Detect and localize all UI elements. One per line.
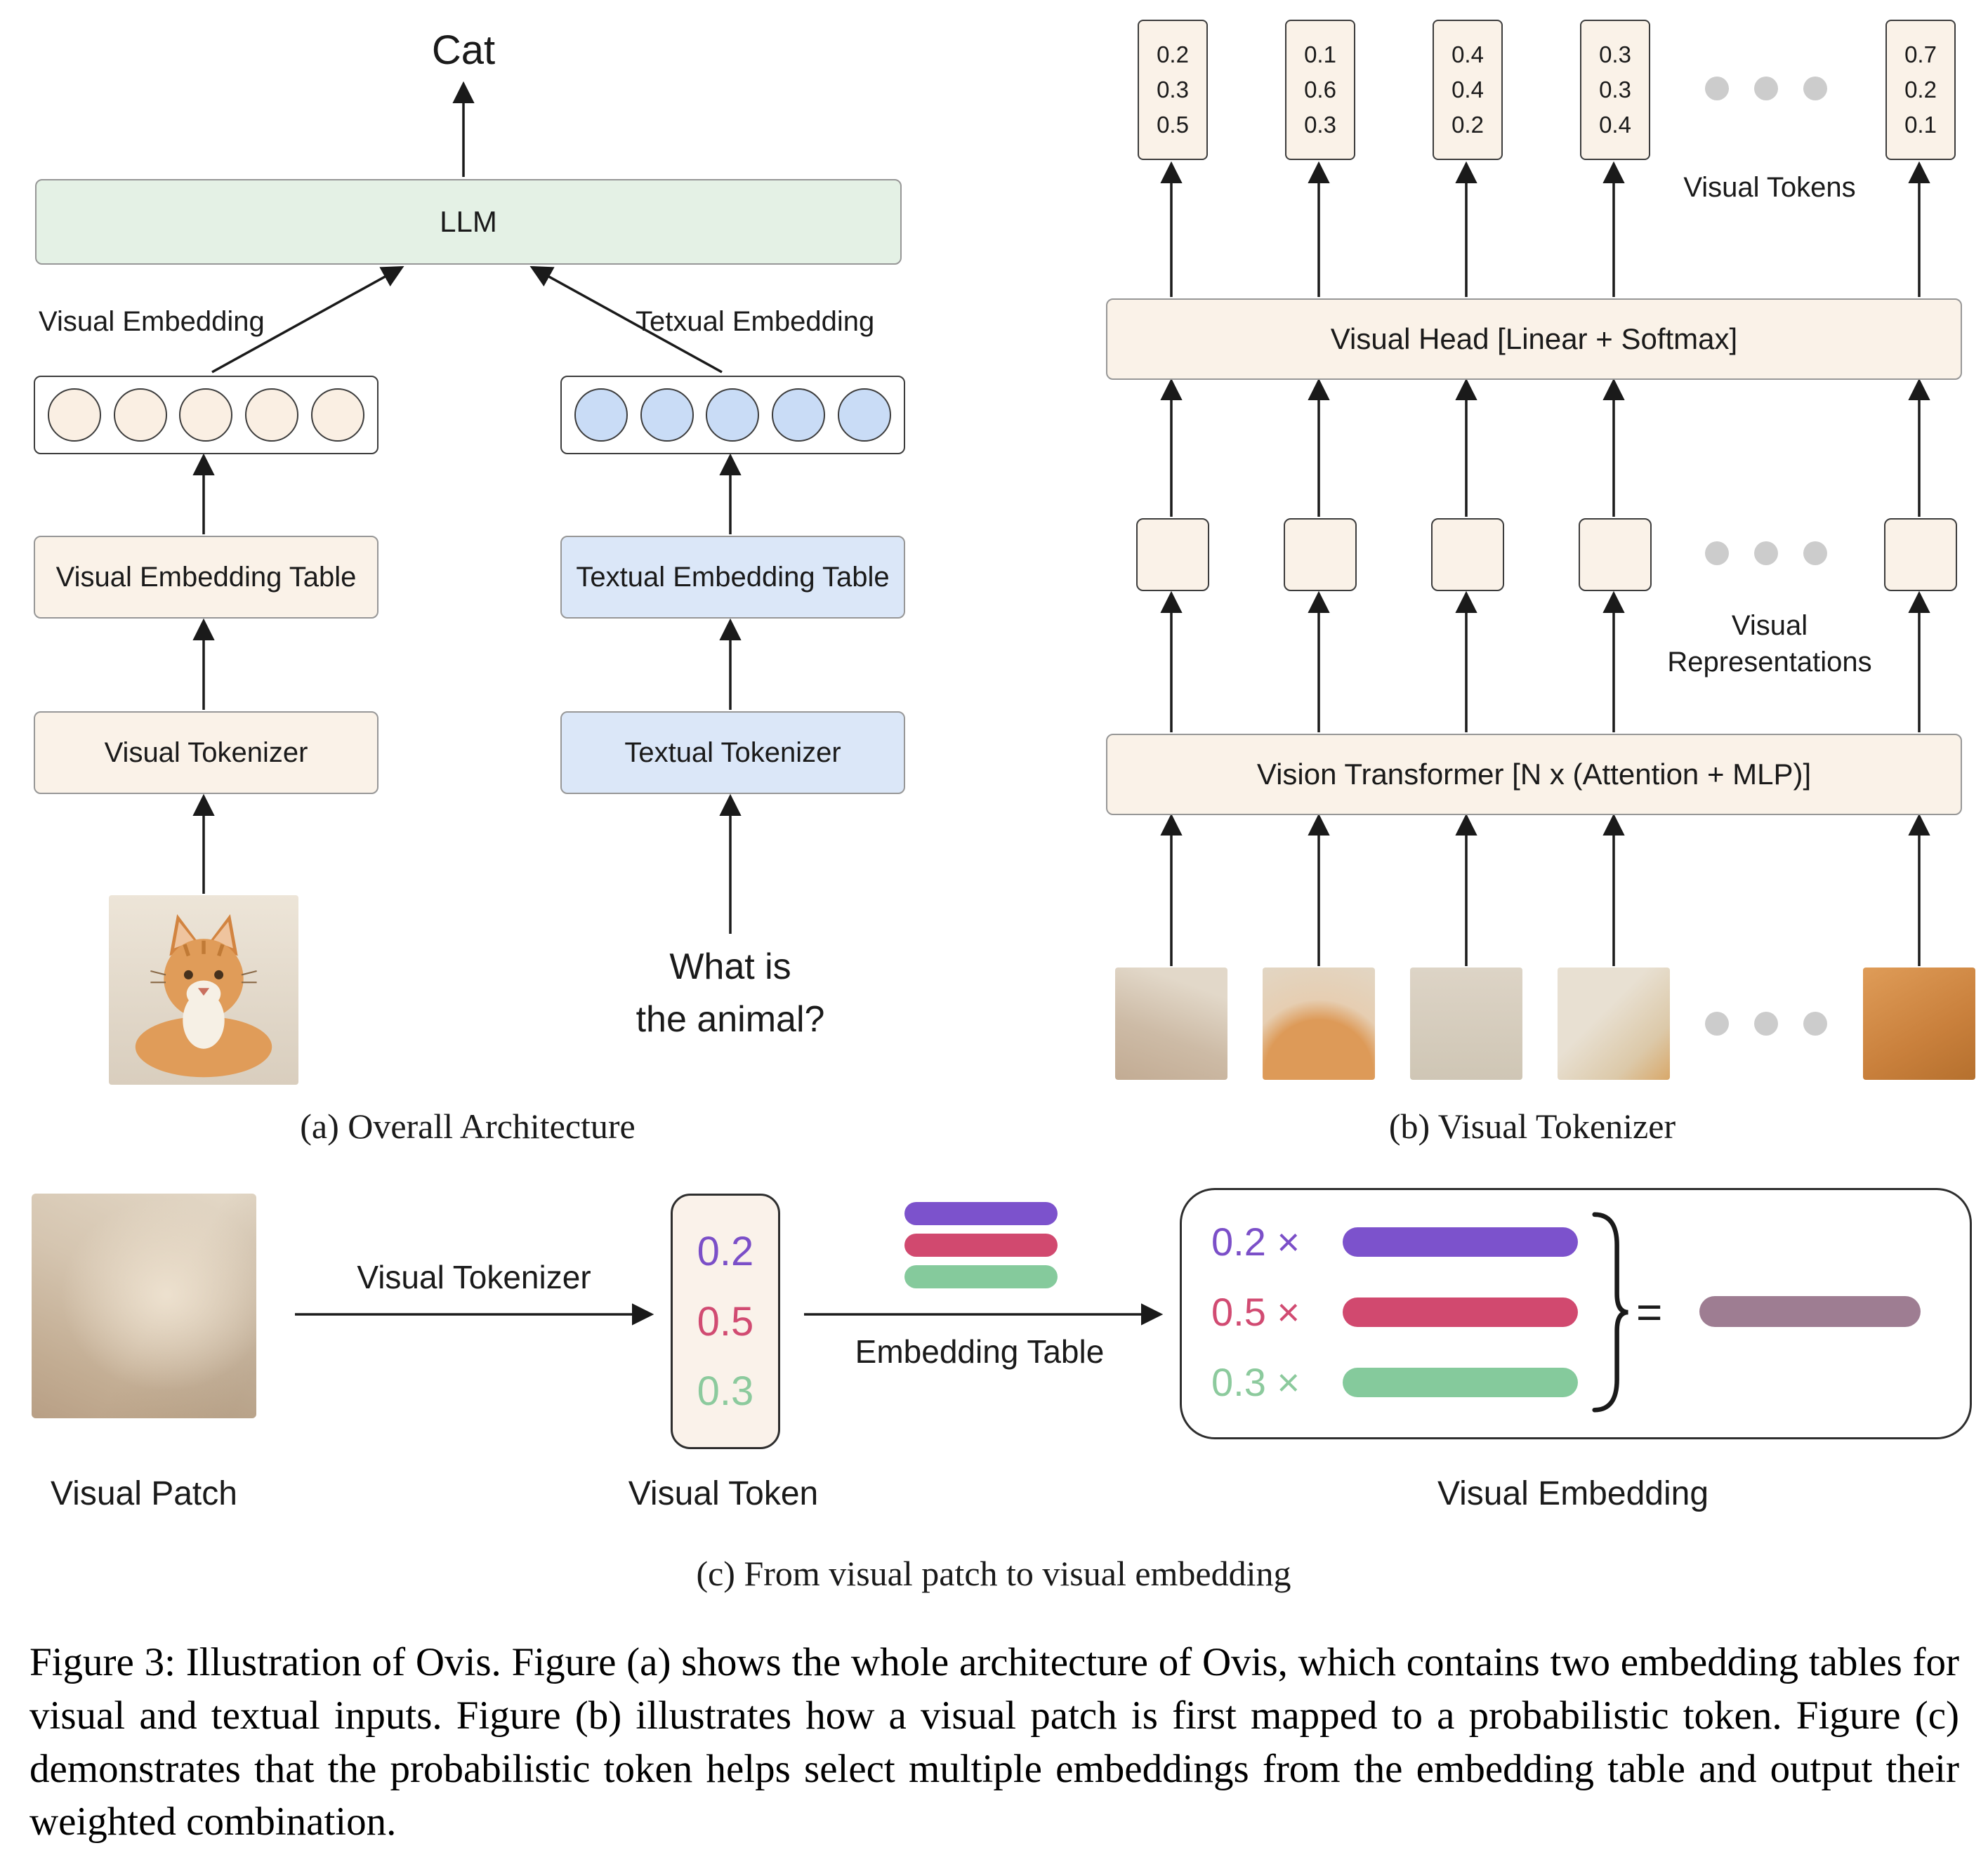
visual-representations-line-2: Representations — [1667, 647, 1872, 678]
visual-representation-square — [1431, 518, 1504, 591]
embedding-bar-red — [904, 1234, 1058, 1257]
token-value: 0.1 — [1904, 112, 1937, 138]
llm-box: LLM — [35, 179, 902, 265]
token-value: 0.6 — [1304, 77, 1336, 103]
visual-embedding-label: Visual Embedding — [39, 306, 265, 337]
weight-label-green: 0.3 × — [1211, 1360, 1301, 1404]
token-value: 0.3 — [1157, 77, 1189, 103]
visual-patch-image — [32, 1194, 256, 1418]
visual-token-label: Visual Token — [628, 1475, 819, 1512]
token-value: 0.4 — [1451, 77, 1484, 103]
textual-embedding-vector — [560, 376, 905, 454]
visual-token-box: 0.3 0.3 0.4 — [1580, 20, 1650, 160]
visual-tokenizer-box: Visual Tokenizer — [34, 711, 378, 794]
panel-b-caption: (b) Visual Tokenizer — [1388, 1107, 1676, 1146]
token-value-purple: 0.2 — [697, 1229, 754, 1275]
embedding-circle — [574, 388, 628, 442]
visual-token-box: 0.4 0.4 0.2 — [1433, 20, 1503, 160]
embedding-circle — [838, 388, 892, 442]
cat-image — [109, 895, 298, 1085]
output-text: Cat — [431, 27, 496, 73]
panel-c-caption: (c) From visual patch to visual embeddin… — [696, 1554, 1291, 1593]
textual-embedding-table-box: Textual Embedding Table — [560, 536, 905, 619]
figure-caption: Figure 3: Illustration of Ovis. Figure (… — [29, 1640, 1959, 1844]
result-embedding-bar — [1699, 1296, 1921, 1327]
vision-transformer-box: Vision Transformer [N x (Attention + MLP… — [1106, 734, 1962, 815]
embedding-circle — [179, 388, 233, 442]
visual-embedding-label-c: Visual Embedding — [1437, 1475, 1709, 1512]
embedding-bar-purple — [904, 1202, 1058, 1225]
weighted-bar-green — [1343, 1368, 1578, 1397]
visual-representation-square — [1136, 518, 1209, 591]
visual-representation-square — [1884, 518, 1957, 591]
weighted-bar-purple — [1343, 1227, 1578, 1257]
image-patch — [1115, 968, 1227, 1080]
token-value-red: 0.5 — [697, 1298, 754, 1345]
token-value: 0.3 — [1599, 77, 1631, 103]
visual-patch-label: Visual Patch — [51, 1475, 237, 1512]
visual-head-box: Visual Head [Linear + Softmax] — [1106, 298, 1962, 380]
visual-representations-label: Visual Representations — [1636, 607, 1903, 680]
image-patch — [1558, 968, 1670, 1080]
token-value: 0.5 — [1157, 112, 1189, 138]
token-value: 0.7 — [1904, 41, 1937, 67]
brace-icon — [1592, 1212, 1628, 1413]
panel-a-caption: (a) Overall Architecture — [300, 1107, 636, 1146]
textual-embedding-label: Tetxual Embedding — [636, 306, 875, 337]
ellipsis-dots — [1705, 541, 1827, 565]
textual-tokenizer-box: Textual Tokenizer — [560, 711, 905, 794]
token-value: 0.2 — [1157, 41, 1189, 67]
arrow — [529, 265, 723, 374]
weighted-bar-red — [1343, 1298, 1578, 1327]
token-value: 0.2 — [1904, 77, 1937, 103]
visual-tokens-label: Visual Tokens — [1683, 172, 1856, 203]
visual-token-values-box: 0.2 0.5 0.3 — [671, 1194, 780, 1449]
embedding-circle — [311, 388, 365, 442]
equals-sign: = — [1636, 1287, 1663, 1338]
weight-label-red: 0.5 × — [1211, 1290, 1301, 1334]
ellipsis-dots — [1705, 1012, 1827, 1036]
visual-representations-line-1: Visual — [1731, 610, 1808, 641]
question-text: What is the animal? — [590, 941, 871, 1047]
embedding-circle — [113, 388, 167, 442]
token-value: 0.1 — [1304, 41, 1336, 67]
embedding-circle — [772, 388, 826, 442]
image-patch — [1410, 968, 1522, 1080]
embedding-circle — [245, 388, 299, 442]
ellipsis-dots — [1705, 77, 1827, 100]
arrow — [211, 265, 404, 374]
token-value: 0.4 — [1599, 112, 1631, 138]
question-line-1: What is — [669, 946, 791, 987]
weight-label-purple: 0.2 × — [1211, 1220, 1301, 1264]
token-value-green: 0.3 — [697, 1368, 754, 1414]
image-patch — [1263, 968, 1375, 1080]
token-value: 0.3 — [1304, 112, 1336, 138]
image-patch — [1863, 968, 1975, 1080]
embedding-circle — [640, 388, 694, 442]
embedding-bar-green — [904, 1265, 1058, 1288]
token-value: 0.4 — [1451, 41, 1484, 67]
visual-token-box: 0.1 0.6 0.3 — [1285, 20, 1355, 160]
token-value: 0.3 — [1599, 41, 1631, 67]
token-value: 0.2 — [1451, 112, 1484, 138]
embedding-table-arrow-label: Embedding Table — [855, 1333, 1105, 1370]
visual-token-box: 0.2 0.3 0.5 — [1138, 20, 1208, 160]
embedding-circle — [47, 388, 101, 442]
embedding-circle — [706, 388, 760, 442]
visual-tokenizer-arrow-label: Visual Tokenizer — [357, 1259, 591, 1295]
visual-token-box: 0.7 0.2 0.1 — [1885, 20, 1956, 160]
visual-representation-square — [1579, 518, 1652, 591]
visual-representation-square — [1284, 518, 1357, 591]
question-line-2: the animal? — [636, 999, 825, 1041]
visual-embedding-table-box: Visual Embedding Table — [34, 536, 378, 619]
visual-embedding-vector — [34, 376, 378, 454]
